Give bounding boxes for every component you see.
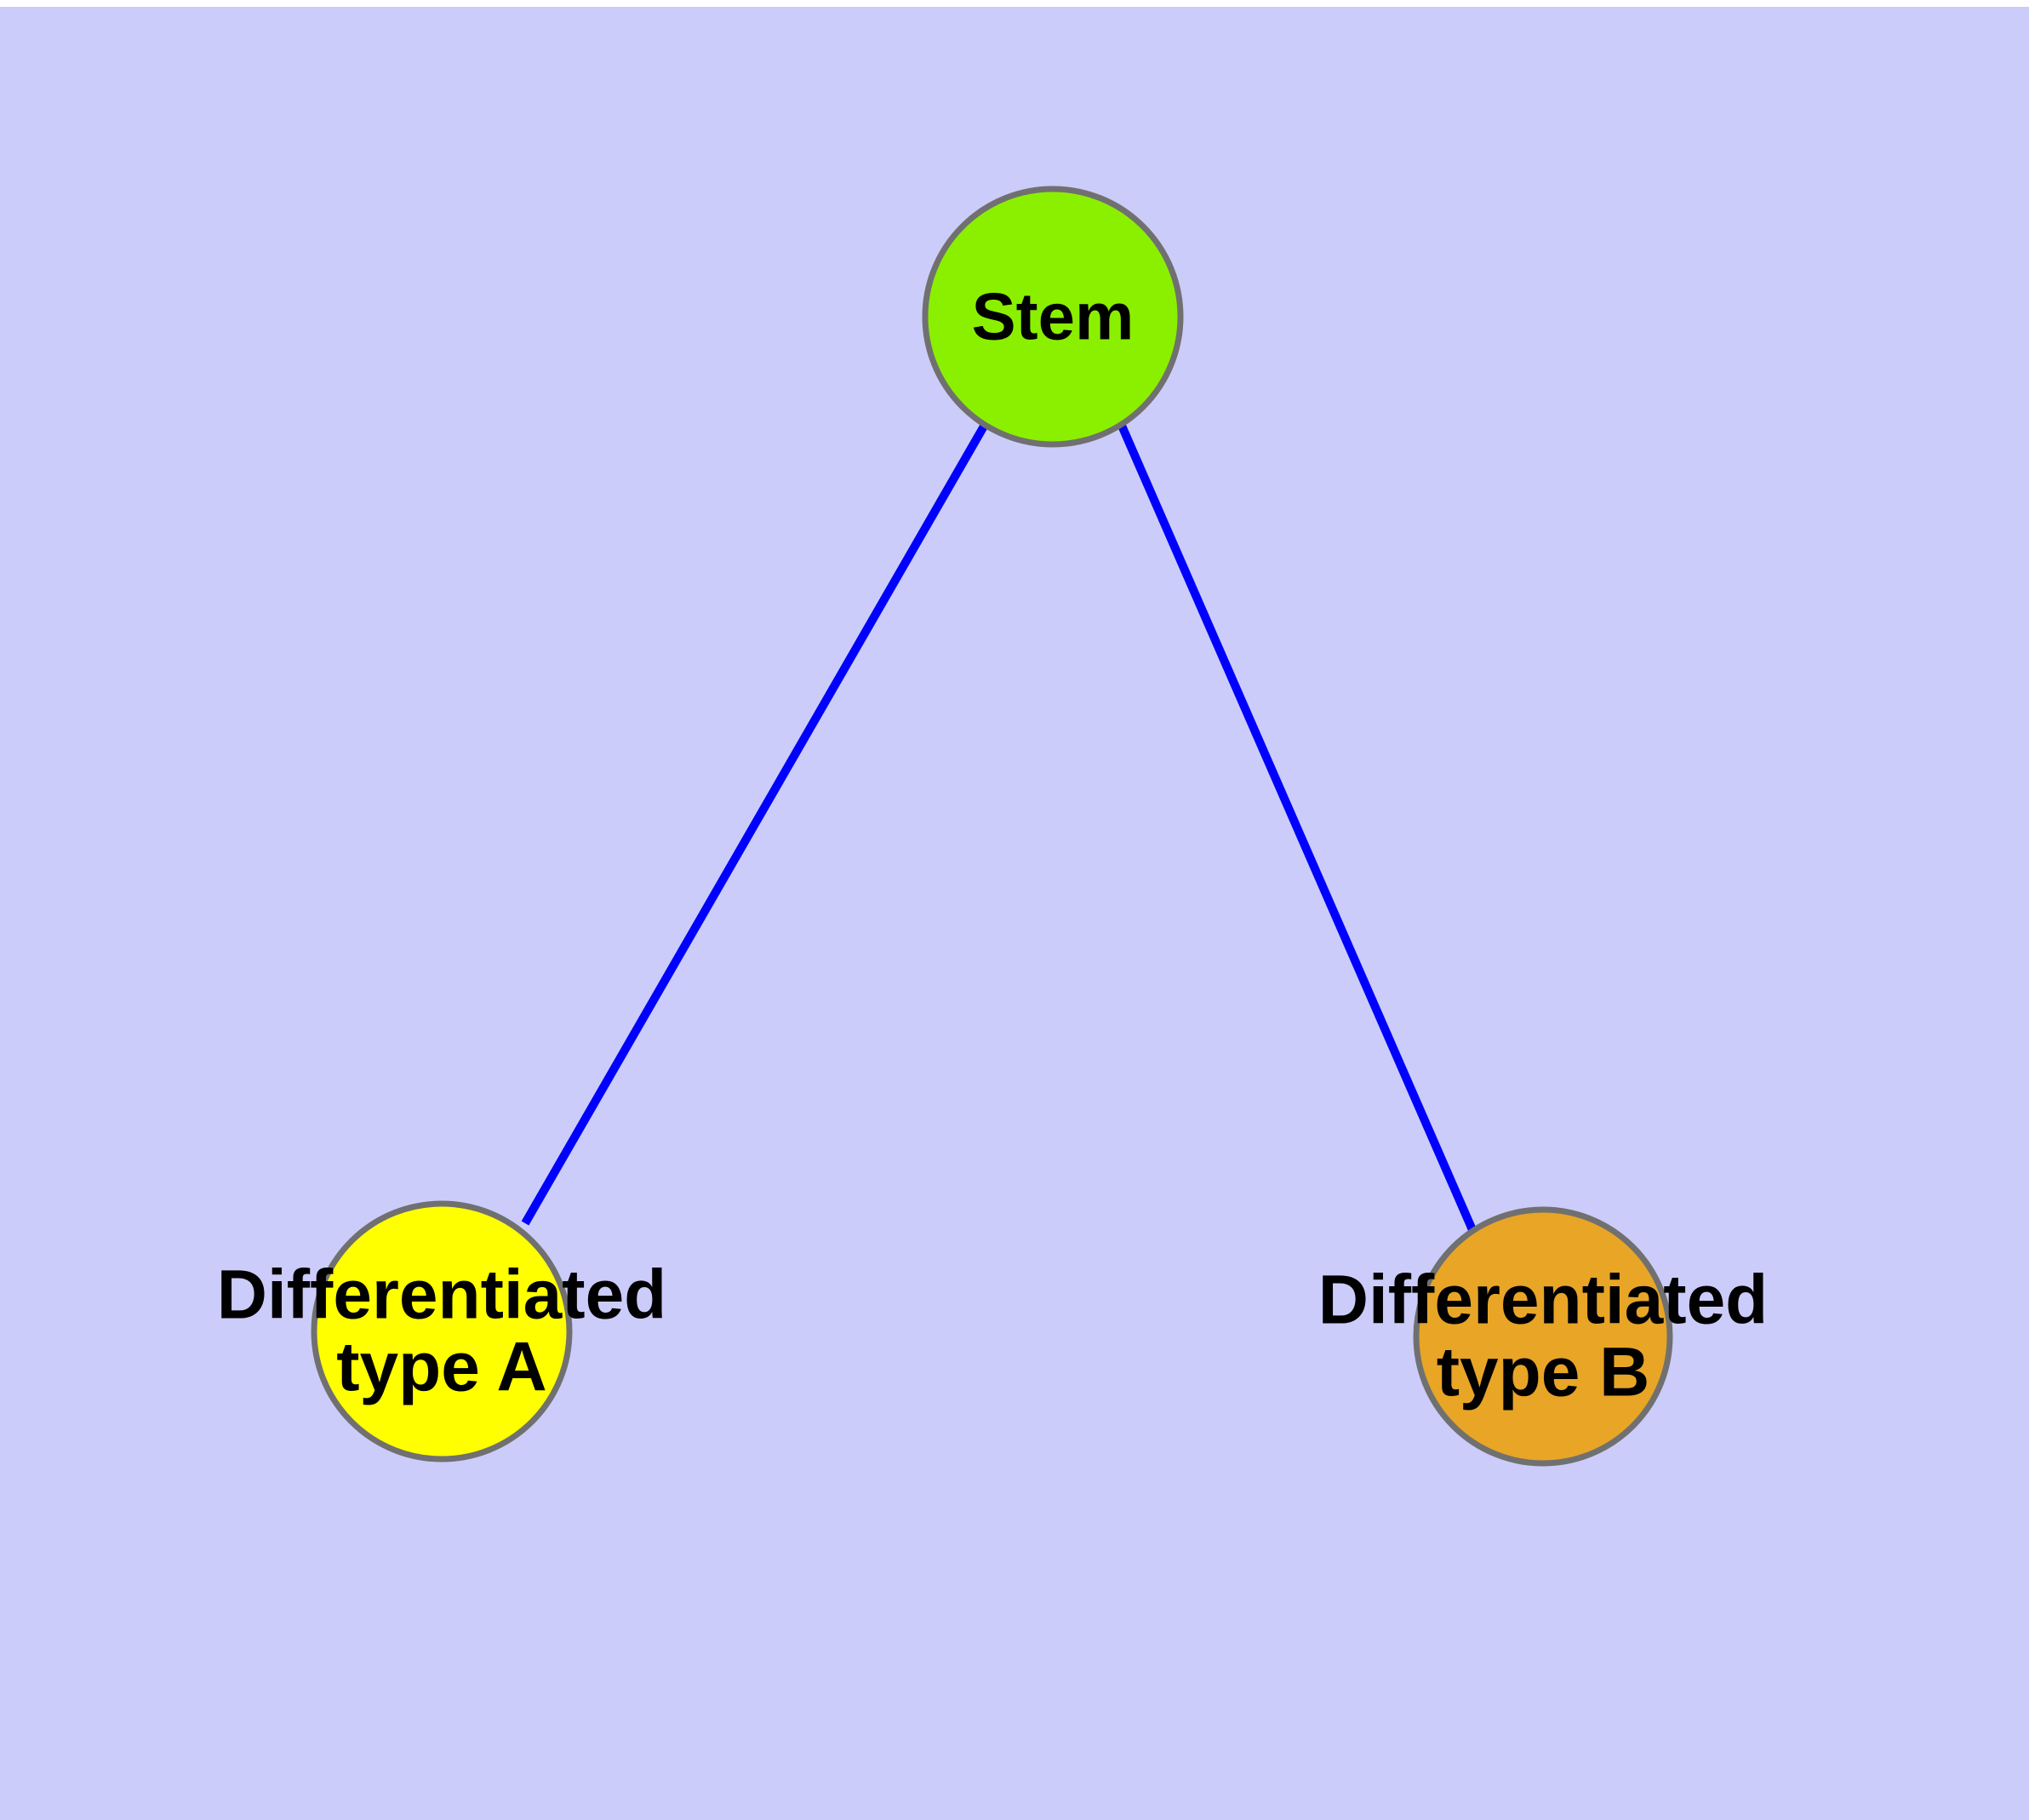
edge-stem-to-differentiated-type-b[interactable] — [1117, 424, 1477, 1233]
node-stem[interactable] — [922, 186, 1184, 448]
node-differentiated-type-a[interactable] — [311, 1200, 573, 1462]
node-differentiated-type-b[interactable] — [1413, 1206, 1673, 1467]
edge-stem-to-differentiated-type-a[interactable] — [521, 422, 989, 1226]
